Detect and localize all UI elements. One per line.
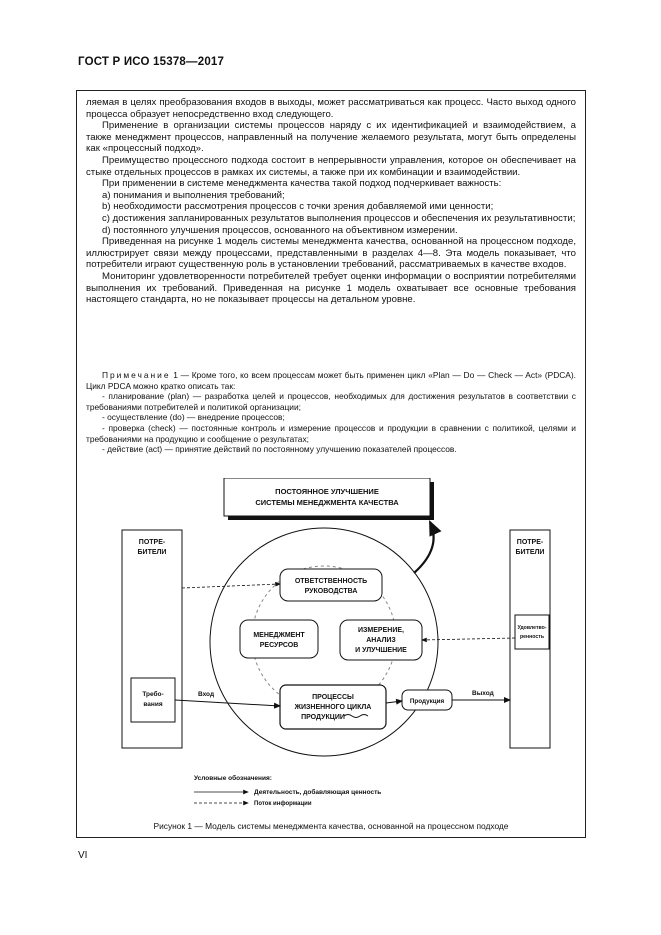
satisfaction-box (514, 614, 550, 650)
lifecycle-line-1: ПРОЦЕССЫ (312, 694, 354, 701)
figure-caption: Рисунок 1 — Модель системы менеджмента к… (153, 821, 509, 831)
paragraph: При применении в системе менеджмента кач… (102, 178, 502, 190)
customers-right-line-1: ПОТРЕ- (517, 539, 544, 546)
legend-info-label: Поток информации (254, 800, 312, 807)
improvement-line-1: ПОСТОЯННОЕ УЛУЧШЕНИЕ (275, 487, 379, 496)
paragraph: Приведенная на рисунке 1 модель системы … (86, 236, 576, 271)
customers-right-line-2: БИТЕЛИ (516, 549, 545, 556)
list-item: c) достижения запланированных результато… (102, 212, 576, 224)
measurement-line-2: АНАЛИЗ (366, 637, 396, 644)
note-intro: 1 — Кроме того, ко всем процессам может … (86, 370, 576, 391)
list-item: a) понимания и выполнения требований; (102, 189, 285, 201)
note-block: Примечание 1 — Кроме того, ко всем проце… (86, 370, 576, 455)
lifecycle-line-3: ПРОДУКЦИИ (301, 714, 345, 721)
satisfaction-line-2: ренность (520, 634, 544, 640)
page-number: VI (78, 850, 88, 861)
measurement-line-1: ИЗМЕРЕНИЕ, (358, 627, 404, 634)
paragraph: Преимущество процессного подхода состоит… (86, 154, 576, 178)
lifecycle-to-product-arrow (385, 698, 403, 705)
info-flow-satisfaction-to-measurement (421, 637, 516, 643)
note-item: - проверка (check) — постоянные контроль… (86, 422, 576, 444)
list-item: d) постоянного улучшения процессов, осно… (102, 224, 458, 236)
improvement-box (223, 478, 431, 517)
paragraph: Мониторинг удовлетворенности потребителе… (86, 270, 576, 306)
legend-activity-label: Деятельность, добавляющая ценность (254, 788, 381, 796)
responsibility-box (279, 568, 383, 602)
product-label: Продукция (410, 698, 445, 705)
note-item: - планирование (plan) — разработка целей… (86, 391, 576, 412)
list-item: b) необходимости рассмотрения процессов … (102, 201, 494, 213)
legend-title: Условные обозначения: (194, 774, 272, 782)
body-text: ляемая в целях преобразования входов в в… (86, 97, 576, 306)
lifecycle-line-2: ЖИЗНЕННОГО ЦИКЛА (294, 704, 372, 711)
paragraph: Применение в организации системы процесс… (86, 120, 576, 155)
requirements-line-1: Требо- (142, 690, 163, 698)
content-frame (76, 90, 586, 838)
qms-process-model-figure: ПОСТОЯННОЕ УЛУЧШЕНИЕ СИСТЕМЫ МЕНЕДЖМЕНТА… (121, 478, 551, 807)
input-label: Вход (198, 691, 214, 698)
paragraph: ляемая в целях преобразования входов в в… (86, 97, 576, 120)
improvement-arrow (413, 520, 442, 574)
note-label: Примечание (102, 370, 171, 380)
resources-line-1: МЕНЕДЖМЕНТ (253, 632, 305, 639)
requirements-line-2: вания (143, 701, 162, 708)
info-flow-customers-to-responsibility (181, 581, 281, 589)
customers-left-line-2: БИТЕЛИ (138, 549, 167, 556)
input-arrow (174, 699, 281, 709)
improvement-line-2: СИСТЕМЫ МЕНЕДЖМЕНТА КАЧЕСТВА (255, 498, 399, 507)
page-header: ГОСТ Р ИСО 15378—2017 (78, 56, 225, 68)
resources-line-2: РЕСУРСОВ (260, 642, 299, 649)
lifecycle-wave-icon (343, 714, 369, 718)
resources-box (239, 619, 319, 659)
note-item: - осуществление (do) — внедрение процесс… (102, 412, 285, 423)
measurement-line-3: И УЛУЧШЕНИЕ (355, 647, 407, 654)
customers-left-line-1: ПОТРЕ- (139, 539, 166, 546)
output-label: Выход (472, 690, 494, 697)
process-cycle-circle (209, 527, 439, 757)
responsibility-line-2: РУКОВОДСТВА (305, 588, 358, 595)
note-item: - действие (act) — принятие действий по … (102, 444, 457, 455)
satisfaction-line-1: Удовлетво- (517, 625, 546, 631)
requirements-box (130, 677, 176, 723)
responsibility-line-1: ОТВЕТСТВЕННОСТЬ (295, 578, 367, 585)
